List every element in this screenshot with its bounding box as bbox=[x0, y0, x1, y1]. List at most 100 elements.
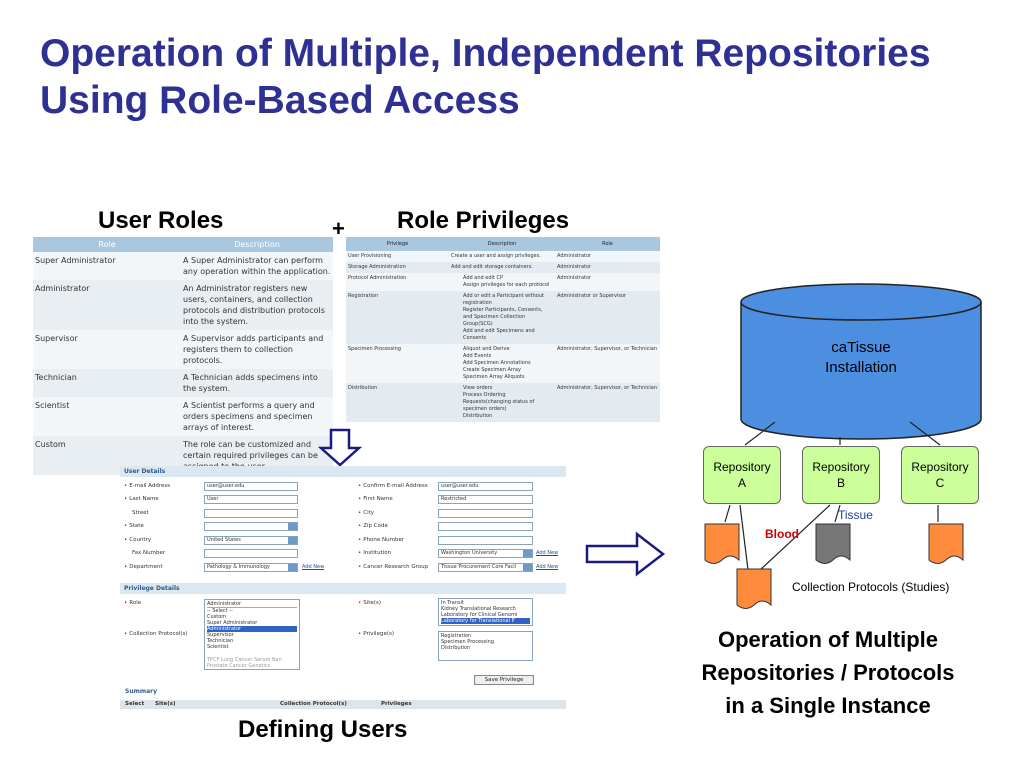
chevron-down-icon[interactable] bbox=[288, 537, 297, 544]
phone-field[interactable] bbox=[438, 536, 533, 545]
tissue-label: Tissue bbox=[838, 508, 873, 522]
sample-tissue-icon bbox=[815, 523, 851, 564]
defining-users-label: Defining Users bbox=[238, 716, 408, 743]
privilege-action: Assign privileges for each protocol bbox=[463, 282, 550, 288]
caption-line3: in a Single Instance bbox=[725, 693, 931, 718]
listbox-option[interactable]: In Transit bbox=[441, 600, 464, 606]
role-description: A Technician adds specimens into the sys… bbox=[181, 369, 333, 397]
first-name-field[interactable]: Restricted bbox=[438, 495, 533, 504]
caption-line1: Operation of Multiple bbox=[718, 627, 938, 652]
country-select[interactable]: United States bbox=[204, 536, 298, 545]
listbox-option[interactable]: Distribution bbox=[441, 645, 471, 651]
listbox-option[interactable]: Technician bbox=[207, 638, 234, 644]
email-field[interactable]: user@user.edu bbox=[204, 482, 298, 491]
instance-caption: Operation of Multiple Repositories / Pro… bbox=[660, 623, 996, 722]
listbox-option[interactable]: Scientist bbox=[207, 644, 229, 650]
listbox-option[interactable]: Super Administrator bbox=[207, 620, 258, 626]
privileges-label: •Privilege(s) bbox=[358, 631, 394, 637]
role-name: Scientist bbox=[33, 397, 181, 436]
street-field[interactable] bbox=[204, 509, 298, 518]
listbox-option[interactable]: -- Select -- bbox=[207, 608, 233, 614]
zip-label: •Zip Code bbox=[358, 523, 388, 529]
confirm-email-label: •Confirm E-mail Address bbox=[358, 483, 428, 489]
listbox-option[interactable]: Specimen Processing bbox=[441, 639, 494, 645]
form-row-name: •Last Name User •First Name Restricted bbox=[120, 495, 566, 506]
form-row-country: •Country United States •Phone Number bbox=[120, 536, 566, 547]
sample-blood-a-icon bbox=[704, 523, 740, 564]
save-privilege-button[interactable]: Save Privilege bbox=[474, 675, 534, 685]
chevron-down-icon[interactable] bbox=[523, 550, 532, 557]
plus-sign: + bbox=[332, 216, 345, 241]
user-details-form: User Details •E-mail Address user@user.e… bbox=[120, 464, 566, 712]
privs-header-role: Role bbox=[555, 237, 660, 251]
role-current-value[interactable]: Administrator bbox=[207, 601, 297, 608]
state-select[interactable] bbox=[204, 522, 298, 531]
database-label: caTissue Installation bbox=[738, 338, 984, 378]
add-new-institution-link[interactable]: Add New bbox=[536, 550, 559, 556]
summary-header: Summary bbox=[125, 688, 158, 695]
user-roles-label: User Roles bbox=[98, 207, 224, 234]
institution-label: •Institution bbox=[358, 550, 392, 556]
caption-line2: Repositories / Protocols bbox=[701, 660, 955, 685]
confirm-email-field[interactable]: user@user.edu bbox=[438, 482, 533, 491]
email-label: •E-mail Address bbox=[124, 483, 171, 489]
privilege-action: Create Specimen Array bbox=[463, 367, 521, 373]
role-description: A Supervisor adds participants and regis… bbox=[181, 330, 333, 369]
form-row-fax: Fax Number •Institution Washington Unive… bbox=[120, 549, 566, 560]
chevron-down-icon[interactable] bbox=[288, 564, 297, 571]
chevron-down-icon[interactable] bbox=[288, 523, 297, 530]
listbox-option[interactable]: Prostate Cancer Genetics bbox=[207, 663, 271, 669]
chevron-down-icon[interactable] bbox=[523, 564, 532, 571]
listbox-option[interactable]: Registration bbox=[441, 633, 472, 639]
listbox-option[interactable]: Custom bbox=[207, 614, 227, 620]
privilege-action: Add Events bbox=[463, 353, 492, 359]
sites-label: •Site(s) bbox=[358, 600, 381, 606]
slide-title: Operation of Multiple, Independent Repos… bbox=[40, 32, 931, 122]
zip-field[interactable] bbox=[438, 522, 533, 531]
listbox-option[interactable]: Supervisor bbox=[207, 632, 234, 638]
listbox-option[interactable]: TPCF Lung Cancer Serum Ban bbox=[207, 657, 282, 663]
privilege-action: View orders bbox=[463, 385, 493, 391]
last-name-field[interactable]: User bbox=[204, 495, 298, 504]
country-label: •Country bbox=[124, 537, 152, 543]
add-new-department-link[interactable]: Add New bbox=[302, 564, 325, 570]
blood-label: Blood bbox=[765, 527, 799, 541]
privilege-action: Process Ordering Requests(changing statu… bbox=[463, 392, 535, 412]
privilege-action: Aliquot and Derive bbox=[463, 346, 510, 352]
user-details-header: User Details bbox=[120, 466, 566, 477]
privilege-name: Protocol Administration bbox=[346, 273, 449, 291]
cancer-group-label: •Cancer Research Group bbox=[358, 564, 429, 570]
role-description: An Administrator registers new users, co… bbox=[181, 280, 333, 330]
privilege-role: Administrator, Supervisor, or Technician bbox=[555, 344, 660, 383]
listbox-option[interactable]: Kidney Translational Research bbox=[441, 606, 516, 612]
add-new-cancer-group-link[interactable]: Add New bbox=[536, 564, 559, 570]
privilege-action: Add and edit Specimens and Consents bbox=[463, 328, 535, 341]
city-field[interactable] bbox=[438, 509, 533, 518]
department-select[interactable]: Pathology & Immunology bbox=[204, 563, 298, 572]
privilege-description: Add or edit a Participant without regist… bbox=[449, 291, 555, 344]
privilege-action: Add and edit storage containers. bbox=[451, 264, 533, 270]
privilege-action: Add or edit a Participant without regist… bbox=[463, 293, 544, 306]
cancer-group-select[interactable]: Tissue Procurement Core Facil bbox=[438, 563, 533, 572]
privs-header-privilege: Privilege bbox=[346, 237, 449, 251]
role-name: Super Administrator bbox=[33, 252, 181, 280]
role-privileges-table: Privilege Description Role User Provisio… bbox=[346, 237, 660, 422]
fax-field[interactable] bbox=[204, 549, 298, 558]
listbox-option[interactable]: Laboratory for Translational P bbox=[441, 618, 530, 624]
listbox-option[interactable]: Laboratory for Clinical Genomi bbox=[441, 612, 518, 618]
form-row-state: •State •Zip Code bbox=[120, 522, 566, 533]
institution-select[interactable]: Washington University bbox=[438, 549, 533, 558]
first-name-label: •First Name bbox=[358, 496, 393, 502]
listbox-option[interactable]: Administrator bbox=[207, 626, 297, 632]
